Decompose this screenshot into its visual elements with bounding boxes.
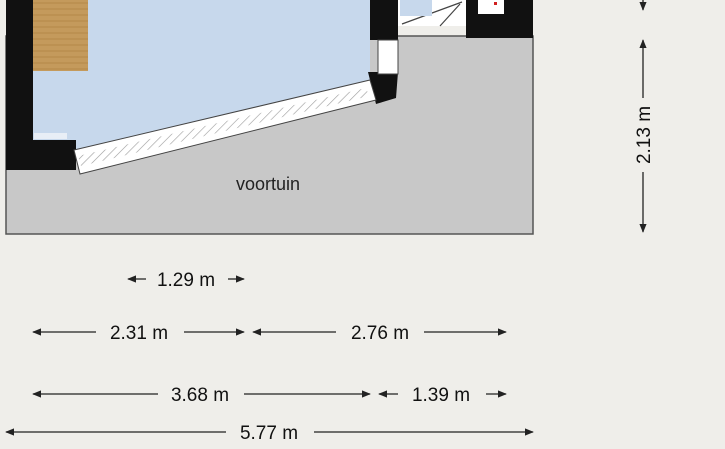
wood-floor (33, 0, 88, 71)
room-floor (32, 0, 370, 150)
dim-5-text: 1.39 m (412, 385, 470, 406)
wall-bottom-left (6, 140, 76, 170)
slanted-window-glass (78, 88, 369, 166)
inner-white (478, 0, 504, 14)
dim-2-text: 2.31 m (110, 323, 168, 344)
dim-3-text: 2.76 m (351, 323, 409, 344)
dim-1-text: 1.29 m (157, 270, 215, 291)
door-frame-left (377, 39, 399, 75)
dim-vertical-text: 2.13 m (634, 106, 655, 164)
wall-corner (368, 72, 398, 104)
red-marker (494, 2, 497, 5)
wall-right-upper (370, 0, 398, 40)
dim-4-text: 3.68 m (171, 385, 229, 406)
dim-6-text: 5.77 m (240, 423, 298, 444)
floor-strip (34, 133, 67, 139)
stair-line-2 (439, 3, 461, 27)
blue-inset (400, 0, 432, 16)
room-label: voortuin (236, 174, 300, 194)
